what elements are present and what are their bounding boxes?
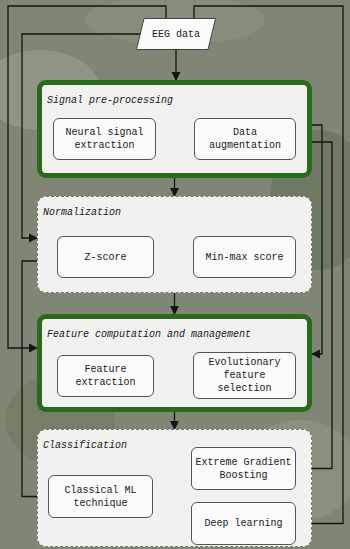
process-box: Extreme Gradient Boosting bbox=[191, 447, 296, 490]
process-box: Z-score bbox=[57, 236, 154, 278]
flow-arrow bbox=[174, 293, 175, 314]
process-box: Evolutionary feature selection bbox=[193, 352, 296, 399]
group-title: Normalization bbox=[43, 206, 121, 219]
process-box: Data augmentation bbox=[194, 118, 296, 160]
box-label: Min-max score bbox=[205, 251, 283, 264]
process-box: Neural signal extraction bbox=[53, 118, 156, 160]
box-label: Extreme Gradient Boosting bbox=[195, 456, 292, 482]
flow-arrow bbox=[296, 142, 332, 469]
box-label: Evolutionary feature selection bbox=[197, 356, 292, 395]
flow-arrow bbox=[312, 125, 322, 354]
group-panel: ClassificationClassical ML technique Extr… bbox=[37, 429, 312, 547]
flow-arrow bbox=[174, 178, 175, 196]
group-panel: Signal pre-processingNeural signal extra… bbox=[37, 80, 312, 178]
group-panel: Feature computation and managementFeatur… bbox=[37, 314, 312, 412]
group-panel: NormalizationZ-score Min-max score bbox=[37, 196, 312, 293]
process-box: Deep learning bbox=[191, 502, 296, 545]
process-box: Classical ML technique bbox=[48, 475, 153, 518]
box-label: Z-score bbox=[84, 251, 126, 264]
flow-arrow bbox=[175, 50, 176, 80]
group-title: Classification bbox=[43, 439, 127, 452]
box-label: Neural signal extraction bbox=[57, 126, 152, 152]
process-box: Feature extraction bbox=[57, 355, 154, 397]
group-title: Signal pre-processing bbox=[47, 94, 173, 107]
box-label: Data augmentation bbox=[198, 126, 292, 152]
data-parallelogram: EEG data bbox=[136, 18, 216, 50]
group-title: Feature computation and management bbox=[47, 328, 251, 341]
flow-arrow bbox=[174, 412, 175, 429]
box-label: EEG data bbox=[152, 28, 200, 41]
box-label: Feature extraction bbox=[61, 363, 150, 389]
process-box: Min-max score bbox=[193, 236, 296, 278]
box-label: Deep learning bbox=[204, 517, 282, 530]
box-label: Classical ML technique bbox=[52, 484, 149, 510]
